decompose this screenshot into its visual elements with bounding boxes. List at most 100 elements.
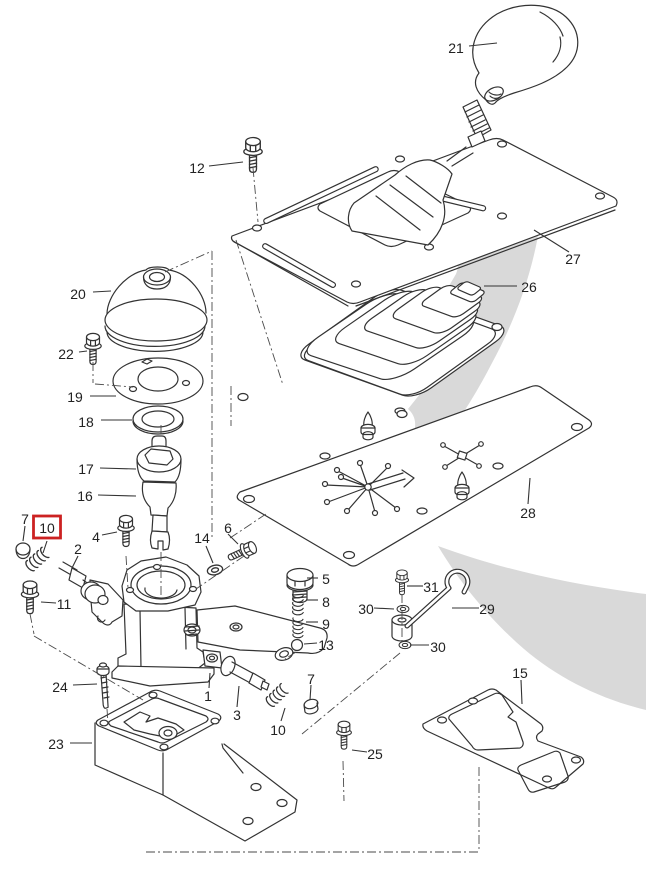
part-label-30b-washer-30-lower[interactable]: 30 [410, 639, 446, 655]
part-number: 4 [92, 529, 100, 545]
leader-line [97, 494, 137, 497]
part-number: 22 [58, 346, 74, 362]
part-label-25-bolt-25[interactable]: 25 [351, 746, 383, 762]
part-label-12-bolt-12[interactable]: 12 [189, 160, 244, 176]
part-number: 3 [233, 707, 241, 723]
select-shaft [58, 561, 109, 606]
part-label-23-extension-case[interactable]: 23 [48, 736, 92, 752]
washer-30-lower [398, 640, 412, 650]
part-number: 26 [521, 279, 537, 295]
shift-pattern-star [321, 459, 415, 517]
part-number: 23 [48, 736, 64, 752]
part-label-9-spring-9[interactable]: 9 [306, 616, 330, 632]
part-label-4-bolt-4[interactable]: 4 [92, 529, 118, 545]
leader-line [101, 531, 118, 536]
part-label-24-bolt-24[interactable]: 24 [52, 679, 98, 695]
hook-rod [404, 568, 471, 629]
end-cap-right [303, 698, 319, 715]
part-label-18-seal-ring[interactable]: 18 [78, 414, 132, 430]
part-number: 13 [318, 637, 334, 653]
detent-plug [286, 567, 314, 604]
part-label-21-shift-knob[interactable]: 21 [448, 40, 498, 56]
leader-line [520, 679, 523, 705]
part-label-16-lever-lower[interactable]: 16 [77, 488, 137, 504]
leader-line [42, 540, 48, 554]
part-number: 14 [194, 530, 210, 546]
leader-line [72, 683, 98, 686]
part-label-30a-washer-30-upper[interactable]: 30 [358, 601, 395, 617]
part-number: 20 [70, 286, 86, 302]
gasket [422, 688, 585, 793]
part-number: 2 [74, 541, 82, 557]
part-number: 21 [448, 40, 464, 56]
part-number: 8 [322, 594, 330, 610]
part-number: 18 [78, 414, 94, 430]
part-number: 1 [204, 688, 212, 704]
leader-line [527, 477, 531, 505]
bolt-24 [96, 662, 110, 709]
highlight-box [32, 514, 62, 540]
leader-line [78, 350, 88, 353]
washer-30-upper [396, 604, 410, 614]
part-number: 9 [322, 616, 330, 632]
part-label-29-hook-rod[interactable]: 29 [452, 601, 495, 617]
part-number: 25 [367, 746, 383, 762]
part-number: 19 [67, 389, 83, 405]
leader-line [208, 161, 244, 167]
leader-line [92, 290, 112, 293]
part-label-31-bolt-31[interactable]: 31 [407, 579, 439, 595]
part-number: 29 [479, 601, 495, 617]
part-label-5-detent-plug[interactable]: 5 [307, 571, 330, 587]
part-number: 15 [512, 665, 528, 681]
part-label-8-spring-8[interactable]: 8 [306, 594, 330, 610]
end-cap-left [15, 542, 31, 560]
part-number: 7 [307, 671, 315, 687]
part-label-17-lever-seat[interactable]: 17 [78, 461, 137, 477]
part-label-3-shift-shaft-3[interactable]: 3 [233, 685, 241, 723]
leader-line [280, 707, 286, 722]
detent-ball [290, 638, 304, 652]
part-label-7b-end-cap-right[interactable]: 7 [307, 671, 315, 701]
part-label-10a-spring-left[interactable]: 10 [32, 514, 62, 554]
part-label-20-dome-cover[interactable]: 20 [70, 286, 112, 302]
part-number: 5 [322, 571, 330, 587]
part-label-6-bolt-6[interactable]: 6 [224, 520, 239, 545]
shift-pattern-cross [440, 441, 484, 470]
part-label-2-select-shaft[interactable]: 2 [71, 541, 82, 569]
watermark-swoosh-lower [438, 546, 646, 710]
part-label-22-bolt-22[interactable]: 22 [58, 346, 88, 362]
leader-line [71, 555, 79, 569]
extension-case [94, 689, 298, 842]
shift-shaft-3 [220, 655, 270, 691]
part-label-11-bolt-11[interactable]: 11 [40, 596, 72, 612]
leader-line [533, 229, 570, 253]
part-label-10b-spring-right[interactable]: 10 [270, 707, 286, 738]
leader-line [351, 749, 368, 753]
part-label-13-detent-ball[interactable]: 13 [303, 637, 334, 653]
lever-seat [136, 435, 182, 483]
leader-line [236, 685, 240, 708]
part-number: 17 [78, 461, 94, 477]
cover-disc [112, 357, 204, 405]
dome-cover [104, 266, 208, 352]
part-label-7a-end-cap-left[interactable]: 7 [21, 511, 29, 542]
leader-line [40, 601, 57, 604]
part-number: 10 [270, 722, 286, 738]
part-label-28-stopper-plate[interactable]: 28 [520, 477, 536, 521]
part-label-26-shift-boot[interactable]: 26 [484, 279, 537, 295]
leader-line [208, 672, 211, 689]
inner-boot [347, 146, 474, 246]
shift-boot [298, 281, 486, 383]
part-number: 12 [189, 160, 205, 176]
leader-line [205, 545, 214, 564]
part-label-14-washer-14[interactable]: 14 [194, 530, 214, 564]
part-number: 11 [57, 596, 72, 612]
part-number: 10 [39, 520, 55, 536]
part-label-1-shift-housing[interactable]: 1 [204, 672, 212, 704]
leader-line [227, 533, 239, 545]
part-label-15-gasket[interactable]: 15 [512, 665, 528, 705]
lever-lower [141, 481, 177, 551]
part-number: 30 [358, 601, 374, 617]
part-label-27-console-plate[interactable]: 27 [533, 229, 581, 267]
part-label-19-cover-disc[interactable]: 19 [67, 389, 116, 405]
